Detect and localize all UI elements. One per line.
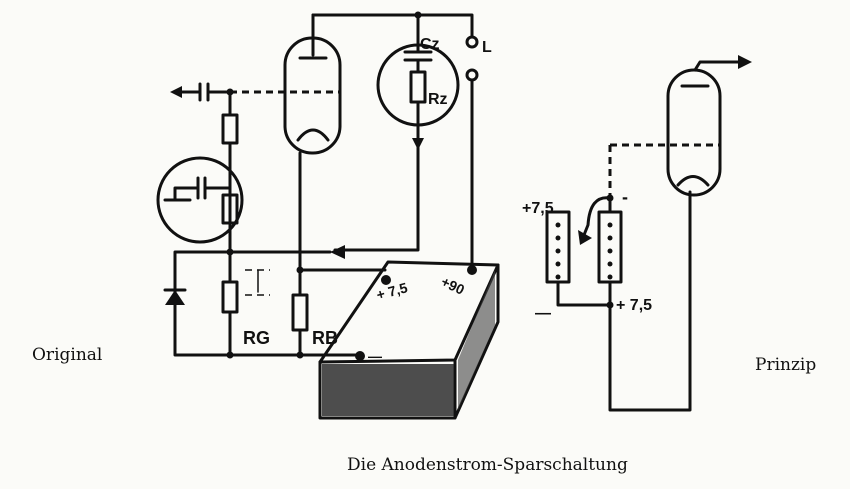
label-rg: RG [243,328,270,348]
resistor-rb [291,293,309,332]
title-original: Original [32,345,102,365]
original-circuit: Cz Rz L RG RB + 7,5 +90 — [156,11,500,420]
label-left-plus: +7,5 [522,200,554,217]
prinzip-circuit: +7,5 — - + 7,5 [522,55,752,412]
label-l: L [482,39,492,56]
label-bat-plus75: + 7,5 [375,279,410,303]
label-left-minus: — [535,305,551,322]
label-right-plus: + 7,5 [616,297,652,314]
label-rb: RB [312,328,338,348]
label-cz: Cz [420,36,440,53]
caption: Die Anodenstrom-Sparschaltung [347,455,628,475]
label-right-minus: - [622,187,628,207]
resistor-rg [221,280,239,314]
terminal-l-top [465,35,479,49]
diode [165,290,185,305]
plate-supply-wire [311,13,474,38]
title-prinzip: Prinzip [755,355,816,375]
rc-circle [156,156,244,244]
resistor-rz [409,70,427,104]
battery-block [318,260,500,420]
label-rz: Rz [428,91,448,108]
label-bat-minus: — [368,348,382,364]
label-bat-plus90: +90 [439,273,467,298]
